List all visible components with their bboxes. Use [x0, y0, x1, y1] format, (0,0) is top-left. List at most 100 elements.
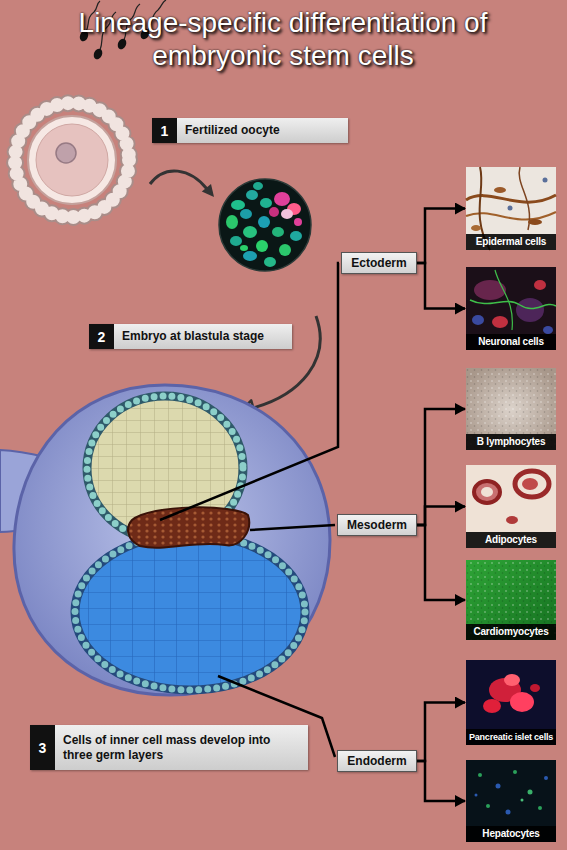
neuronal-image — [543, 326, 553, 334]
oocyte — [15, 103, 129, 217]
neuronal-image — [466, 267, 556, 350]
blastula-image — [230, 236, 242, 246]
hepatocyte-image — [486, 804, 490, 808]
blastula-image — [253, 182, 263, 190]
embryo-section — [128, 507, 249, 547]
lymphocyte-image — [466, 368, 556, 450]
epidermal-image — [466, 167, 556, 250]
islet-image — [530, 684, 540, 692]
germ-layer-name: Ectoderm — [351, 256, 406, 270]
islet-image — [504, 674, 520, 686]
blastula-image — [219, 179, 311, 271]
cardiomyocyte-image — [466, 560, 556, 640]
islet-image — [510, 692, 534, 712]
germ-layer-name: Mesoderm — [347, 518, 407, 532]
neuronal-image — [470, 300, 556, 309]
epidermal-image — [508, 206, 513, 211]
adipocyte-image — [481, 487, 493, 497]
hepatocyte-image — [513, 770, 517, 774]
epidermal-image — [519, 167, 529, 230]
callout-box: 3Cells of inner cell mass develop into t… — [30, 725, 308, 770]
callout-text: Fertilized oocyte — [177, 118, 348, 143]
adipocyte-image — [522, 478, 538, 490]
blastula-image — [264, 257, 276, 267]
cell-type-label: Pancreatic islet cells — [466, 729, 556, 745]
blastula-image — [269, 207, 279, 217]
cell-image-tile: B lymphocytes — [466, 368, 556, 450]
adipocyte-image — [474, 481, 500, 503]
blastula-image — [243, 251, 257, 261]
epidermal-image — [471, 225, 481, 231]
neuronal-image — [495, 270, 512, 330]
neuronal-image — [472, 315, 484, 325]
blastula-image — [219, 179, 311, 271]
epidermal-image — [543, 178, 548, 183]
hepatocyte-image — [538, 806, 542, 810]
connector-arrow — [417, 409, 465, 525]
cardiomyocyte-image — [466, 560, 556, 640]
callout-text: Cells of inner cell mass develop into th… — [55, 725, 308, 770]
blastula-image — [243, 226, 257, 238]
callout-number: 2 — [89, 324, 114, 349]
blastula-image — [274, 192, 290, 206]
curved-arrow — [202, 184, 214, 197]
embryo-section — [14, 385, 330, 695]
hepatocyte-image — [475, 794, 478, 797]
callout-box: 2Embryo at blastula stage — [89, 324, 292, 349]
sperm-cells — [92, 47, 104, 60]
cell-type-label: Cardiomyocytes — [466, 624, 556, 640]
hepatocyte-image — [496, 784, 501, 789]
oocyte — [28, 116, 116, 204]
blastula-image — [294, 218, 302, 226]
blastula-image — [256, 240, 268, 252]
cell-image-tile: Cardiomyocytes — [466, 560, 556, 640]
germ-layer-box: Ectoderm — [341, 252, 417, 274]
blastula-image — [281, 209, 293, 219]
embryo-section — [75, 534, 305, 690]
adipocyte-image — [466, 465, 556, 548]
islet-image — [483, 699, 501, 713]
oocyte — [36, 124, 108, 196]
blastula-image — [258, 216, 270, 228]
callout-box: 1Fertilized oocyte — [152, 118, 348, 143]
callout-number: 1 — [152, 118, 177, 143]
oocyte — [15, 103, 129, 217]
islet-image — [466, 660, 556, 745]
adipocyte-image — [506, 516, 518, 524]
neuronal-image — [534, 280, 546, 290]
cardiomyocyte-image — [466, 560, 556, 640]
curved-arrow — [150, 171, 214, 197]
curved-arrow — [150, 171, 207, 189]
blastula-image — [231, 200, 245, 210]
blastula-image — [240, 245, 248, 251]
embryo-section — [75, 534, 305, 690]
cell-type-label: Hepatocytes — [466, 826, 556, 842]
adipocyte-image — [466, 465, 556, 548]
hepatocyte-image — [478, 773, 482, 777]
embryo-section — [0, 385, 330, 695]
callout-number: 3 — [30, 725, 55, 770]
cell-image-tile: Pancreatic islet cells — [466, 660, 556, 745]
hepatocyte-image — [528, 790, 533, 795]
blastula-image — [260, 198, 272, 208]
leader-line — [160, 263, 339, 520]
blastula-image — [240, 209, 252, 219]
blastula-image — [290, 231, 302, 241]
leader-line — [250, 525, 335, 530]
connector-arrow — [417, 761, 465, 801]
sperm-cells — [116, 37, 128, 50]
neuronal-image — [466, 267, 556, 350]
germ-layer-name: Endoderm — [347, 754, 406, 768]
neuronal-image — [474, 280, 506, 300]
hepatocyte-image — [466, 760, 556, 842]
epidermal-image — [528, 219, 542, 225]
title: Lineage-specific differentiation of embr… — [33, 6, 533, 72]
cell-type-label: Epidermal cells — [466, 234, 556, 250]
oocyte — [15, 103, 129, 217]
hepatocyte-image — [466, 760, 556, 842]
germ-layer-box: Endoderm — [337, 750, 417, 772]
connector-arrow — [417, 525, 465, 600]
lymphocyte-image — [466, 368, 556, 450]
cell-image-tile: Hepatocytes — [466, 760, 556, 842]
